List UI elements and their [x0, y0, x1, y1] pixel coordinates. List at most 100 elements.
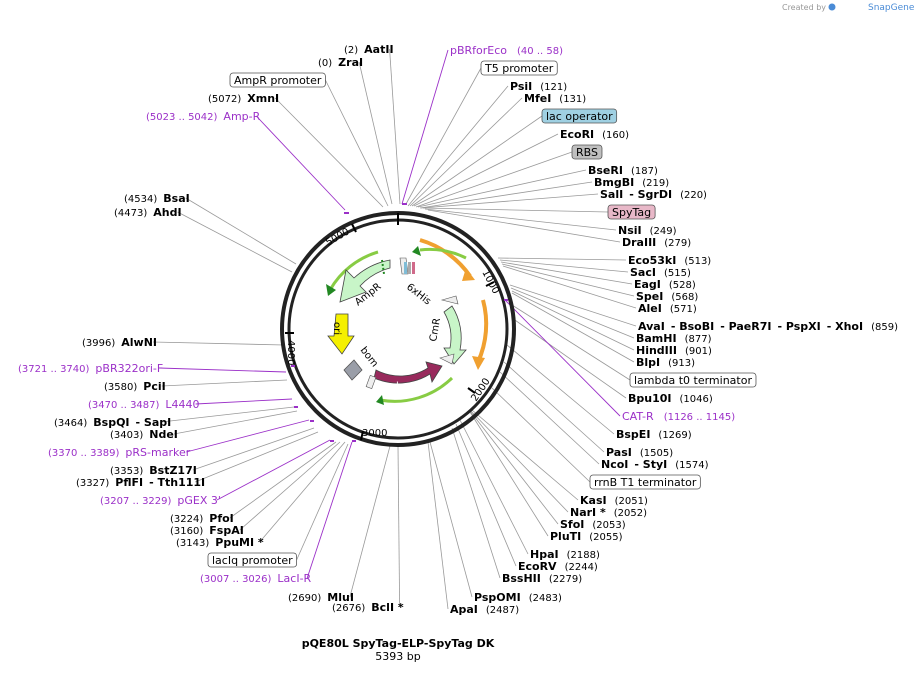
site-label[interactable]: rrnB T1 terminator: [589, 474, 701, 490]
enzyme-label: (4473)AhdI: [114, 206, 182, 219]
site-label[interactable]: (4473)AhdI: [114, 206, 182, 219]
site-label[interactable]: Bpu10I(1046): [628, 392, 713, 405]
green-arc-2: [379, 376, 454, 403]
primer-label: (3370 .. 3389)pRS-marker: [48, 446, 191, 459]
laci-feature[interactable]: [373, 361, 443, 384]
site-label[interactable]: lacIq promoter: [207, 552, 298, 568]
site-label[interactable]: (2690)MluI: [288, 591, 354, 604]
laci-promoter: [365, 374, 377, 390]
site-label[interactable]: SacI(515): [630, 266, 691, 279]
site-label[interactable]: PspOMI(2483): [474, 591, 562, 604]
enzyme-label: HindIII(901): [636, 344, 712, 357]
site-label[interactable]: (3353)BstZ17I: [110, 464, 197, 477]
site-label[interactable]: (3207 .. 3229)pGEX 3': [100, 494, 221, 507]
ampr-feature[interactable]: [339, 259, 391, 303]
enzyme-label: AleI(571): [638, 302, 697, 315]
site-label[interactable]: (3721 .. 3740)pBR322ori-F: [18, 362, 163, 375]
site-label[interactable]: BspEI(1269): [616, 428, 692, 441]
site-label[interactable]: (3403)NdeI: [110, 428, 178, 441]
site-label[interactable]: HpaI(2188): [530, 548, 600, 561]
site-label[interactable]: AleI(571): [638, 302, 697, 315]
enzyme-label: AvaI- BsoBI- PaeR7I- PspXI- XhoI(859): [638, 320, 898, 333]
bom-feature[interactable]: [343, 359, 363, 381]
site-label[interactable]: (4534)BsaI: [124, 192, 190, 205]
site-label[interactable]: EcoRV(2244): [518, 560, 598, 573]
enzyme-label: (3403)NdeI: [110, 428, 178, 441]
site-label[interactable]: (5072)XmnI: [208, 92, 279, 105]
site-label[interactable]: SfoI(2053): [560, 518, 626, 531]
site-label[interactable]: (3007 .. 3026)LacI-R: [200, 572, 312, 585]
site-label[interactable]: (2)AatII: [344, 43, 394, 56]
green-arc-2-head: [376, 395, 384, 405]
site-label[interactable]: NarI *(2052): [570, 506, 647, 519]
site-label[interactable]: RBS: [571, 144, 603, 160]
ruler-label-3000: 3000: [362, 428, 387, 439]
enzyme-label: HpaI(2188): [530, 548, 600, 561]
green-arc-3: [328, 250, 379, 291]
site-label[interactable]: BamHI(877): [636, 332, 712, 345]
cmr-promoter: [440, 295, 459, 305]
site-label[interactable]: KasI(2051): [580, 494, 648, 507]
site-label[interactable]: PasI(1505): [606, 446, 673, 459]
enzyme-label: SfoI(2053): [560, 518, 626, 531]
site-label[interactable]: PsiI(121): [510, 80, 567, 93]
site-label[interactable]: (3996)AlwNI: [82, 336, 157, 349]
site-label[interactable]: EcoRI(160): [560, 128, 629, 141]
site-label[interactable]: (3370 .. 3389)pRS-marker: [48, 446, 191, 459]
site-label[interactable]: AmpR promoter: [229, 72, 326, 88]
site-label[interactable]: (5023 .. 5042)Amp-R: [146, 110, 261, 123]
site-label[interactable]: ApaI(2487): [450, 603, 519, 616]
bom-label: bom: [358, 345, 380, 369]
site-label[interactable]: (3464)BspQI- SapI: [54, 416, 171, 429]
snapgene-icon: [828, 3, 836, 11]
green-arc-1-head: [412, 246, 421, 256]
cmr-feature[interactable]: [443, 305, 467, 365]
enzyme-label: BlpI(913): [636, 356, 695, 369]
enzyme-label: BssHII(2279): [502, 572, 582, 585]
enzyme-label: (3353)BstZ17I: [110, 464, 197, 477]
site-label[interactable]: SalI- SgrDI(220): [600, 188, 707, 201]
site-label[interactable]: (3224)PfoI: [170, 512, 234, 525]
site-label[interactable]: MfeI(131): [524, 92, 586, 105]
site-label[interactable]: HindIII(901): [636, 344, 712, 357]
site-label[interactable]: DraIII(279): [622, 236, 691, 249]
site-label[interactable]: (2676)BclI *: [332, 601, 404, 614]
primer-label: (3721 .. 3740)pBR322ori-F: [18, 362, 163, 375]
site-label[interactable]: (3580)PciI: [104, 380, 166, 393]
enzyme-label: (3996)AlwNI: [82, 336, 157, 349]
site-label[interactable]: BlpI(913): [636, 356, 695, 369]
site-label[interactable]: BmgBI(219): [594, 176, 669, 189]
site-label[interactable]: AvaI- BsoBI- PaeR7I- PspXI- XhoI(859): [638, 320, 898, 333]
site-label[interactable]: (3327)PflFI- Tth111I: [76, 476, 205, 489]
enzyme-label: EagI(528): [634, 278, 696, 291]
ori-label: ori: [331, 322, 342, 335]
site-label[interactable]: NcoI- StyI(1574): [601, 458, 709, 471]
site-label[interactable]: (0)ZraI: [318, 56, 363, 69]
site-label[interactable]: (3143)PpuMI *: [176, 536, 264, 549]
site-label[interactable]: lac operator: [541, 108, 618, 124]
feature-box-label: SpyTag: [612, 206, 651, 219]
enzyme-label: (2690)MluI: [288, 591, 354, 604]
site-label[interactable]: (3470 .. 3487)L4440: [88, 398, 200, 411]
orange-arc-2: [476, 299, 489, 363]
site-label[interactable]: CAT-R(1126 .. 1145): [622, 410, 735, 423]
site-label[interactable]: pBRforEco(40 .. 58): [450, 44, 563, 57]
his-label: 6xHis: [404, 282, 433, 308]
site-label[interactable]: SpeI(568): [636, 290, 698, 303]
site-label[interactable]: SpyTag: [607, 204, 656, 220]
site-label[interactable]: (3160)FspAI: [170, 524, 244, 537]
orange-arc-1-head: [462, 268, 475, 281]
enzyme-label: (3327)PflFI- Tth111I: [76, 476, 205, 489]
site-label[interactable]: BssHII(2279): [502, 572, 582, 585]
enzyme-label: (5072)XmnI: [208, 92, 279, 105]
site-label[interactable]: EagI(528): [634, 278, 696, 291]
ori-feature[interactable]: [327, 313, 355, 355]
site-label[interactable]: T5 promoter: [480, 60, 558, 76]
site-label[interactable]: lambda t0 terminator: [629, 372, 757, 388]
site-label[interactable]: Eco53kI(513): [628, 254, 711, 267]
site-label[interactable]: PluTI(2055): [550, 530, 623, 543]
site-label[interactable]: BseRI(187): [588, 164, 658, 177]
feature-box: [541, 108, 618, 124]
site-label[interactable]: NsiI(249): [618, 224, 677, 237]
